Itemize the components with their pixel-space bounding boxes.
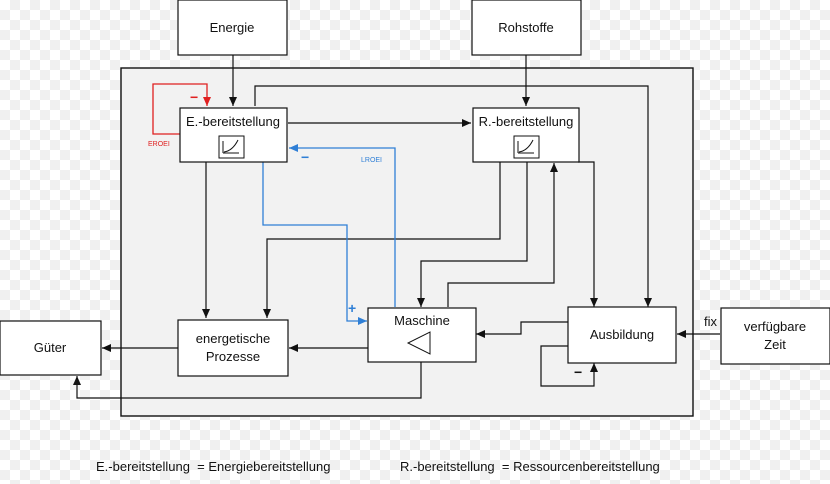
rohstoffe-node: Rohstoffe: [471, 0, 582, 56]
legend-e-definition: E.-bereitstellung = Energiebereitstellun…: [96, 459, 331, 474]
r-bereitstellung-label: R.-bereitstellung: [479, 114, 574, 129]
lroei-loop: [289, 144, 396, 307]
e-bereitstellung-label: E.-bereitstellung: [186, 114, 280, 129]
fix-label: fix: [704, 314, 718, 329]
ausbildung-minus-sign: −: [574, 364, 582, 380]
energy-to-maschine-link: [262, 162, 367, 325]
lroei-minus-sign: −: [301, 149, 309, 165]
energetische-prozesse-node: energetische Prozesse: [177, 319, 289, 377]
energie-node: Energie: [177, 0, 288, 56]
growth-curve-icon: [513, 135, 540, 159]
eroei-minus-sign: −: [190, 89, 198, 105]
lroei-label: LROEI: [361, 157, 382, 164]
e-bereitstellung-node: E.-bereitstellung: [179, 107, 288, 163]
gueter-node: Güter: [0, 320, 102, 376]
r-bereitstellung-node: R.-bereitstellung: [472, 107, 580, 163]
growth-curve-icon: [218, 135, 245, 159]
energetische-label-line1: energetische: [196, 331, 270, 346]
legend-r-definition: R.-bereitstellung = Ressourcenbereitstel…: [400, 459, 660, 474]
zeit-label-line2: Zeit: [764, 337, 786, 352]
eroei-label: EROEI: [148, 141, 170, 148]
maschine-node: Maschine: [367, 307, 477, 363]
verfuegbare-zeit-node: verfügbare Zeit: [720, 307, 830, 365]
ausbildung-node: Ausbildung: [567, 306, 677, 364]
ausbildung-label: Ausbildung: [590, 327, 654, 342]
eroei-loop: [152, 83, 211, 135]
amplifier-triangle-icon: [406, 331, 431, 355]
connectors: [73, 55, 720, 399]
rohstoffe-label: Rohstoffe: [498, 20, 553, 35]
zeit-label-line1: verfügbare: [744, 319, 806, 334]
maschine-label: Maschine: [394, 313, 450, 328]
gueter-label: Güter: [34, 340, 67, 355]
maschine-plus-sign: +: [348, 300, 356, 316]
energie-label: Energie: [210, 20, 255, 35]
energetische-label-line2: Prozesse: [206, 349, 260, 364]
